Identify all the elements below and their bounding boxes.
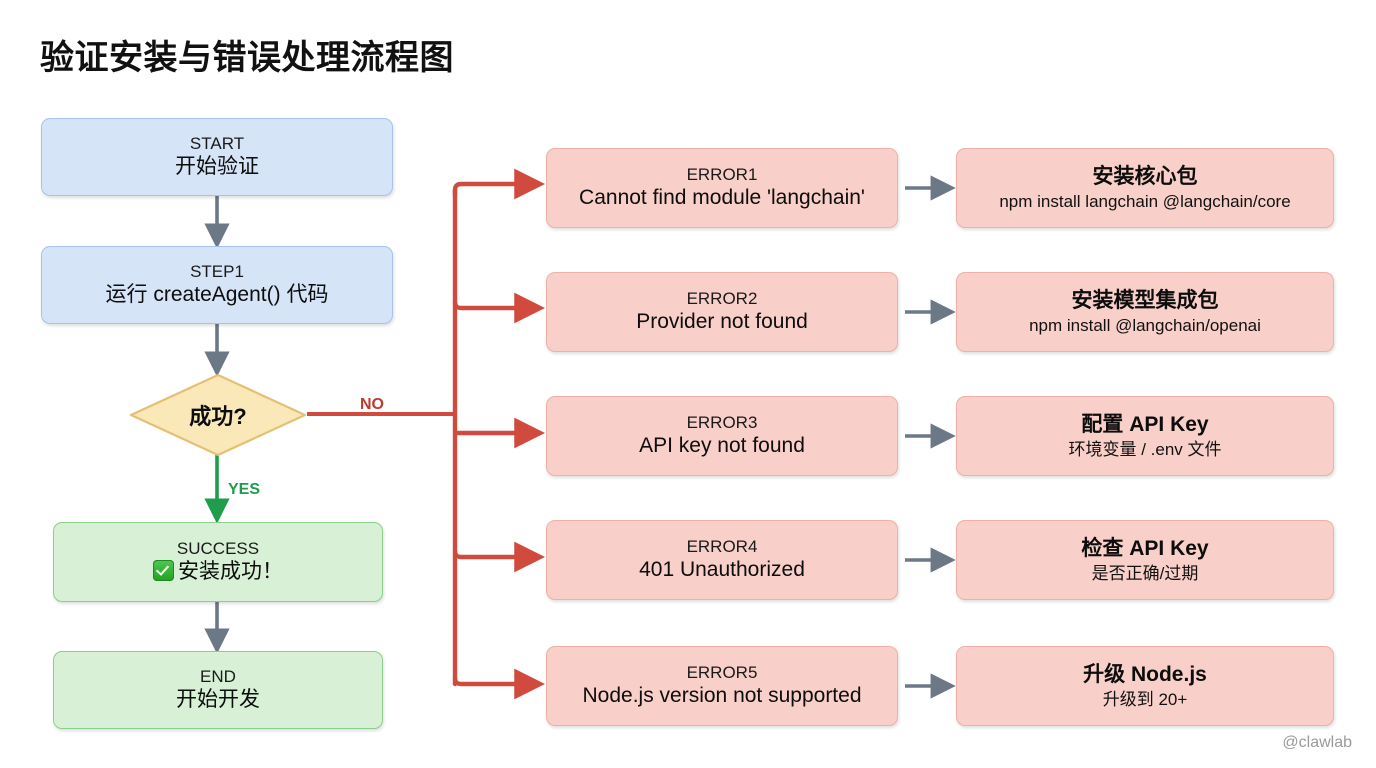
edge-trunk-error4 — [452, 541, 546, 573]
node-error-5-message: Node.js version not supported — [582, 684, 862, 708]
node-error-2[interactable]: ERROR2 Provider not found — [546, 272, 898, 352]
node-fix-2-title: 安装模型集成包 — [1071, 288, 1219, 312]
node-start[interactable]: START 开始验证 — [41, 118, 393, 196]
node-start-line1: START — [189, 133, 245, 153]
node-error-4-code: ERROR4 — [686, 536, 758, 556]
node-end-line1: END — [200, 666, 236, 686]
check-icon — [153, 560, 174, 582]
node-error-3-message: API key not found — [639, 434, 805, 458]
diamond-shape — [129, 373, 307, 457]
node-end-line2: 开始开发 — [176, 688, 260, 712]
node-decision-success[interactable]: 成功? — [129, 373, 307, 457]
page-title: 验证安装与错误处理流程图 — [40, 39, 454, 77]
node-error-1-code: ERROR1 — [686, 164, 758, 184]
node-step1-line1: STEP1 — [190, 261, 244, 281]
node-success-line2-wrap: 安装成功！ — [153, 559, 283, 586]
node-fix-4-title: 检查 API Key — [1081, 536, 1209, 560]
node-error-1-message: Cannot find module 'langchain' — [579, 186, 865, 210]
node-fix-5-detail: 升级到 20+ — [1102, 689, 1188, 709]
node-error-3[interactable]: ERROR3 API key not found — [546, 396, 898, 476]
node-end[interactable]: END 开始开发 — [53, 651, 383, 729]
node-fix-1-title: 安装核心包 — [1092, 164, 1198, 188]
edge-trunk-error2 — [452, 292, 546, 324]
node-fix-4[interactable]: 检查 API Key 是否正确/过期 — [956, 520, 1334, 600]
edge-trunk-error5 — [452, 668, 546, 700]
node-start-line2: 开始验证 — [175, 155, 259, 179]
node-fix-5[interactable]: 升级 Node.js 升级到 20+ — [956, 646, 1334, 726]
node-fix-1-detail: npm install langchain @langchain/core — [999, 191, 1291, 211]
node-error-3-code: ERROR3 — [686, 412, 758, 432]
watermark: @clawlab — [1282, 734, 1352, 751]
node-fix-4-detail: 是否正确/过期 — [1091, 563, 1199, 583]
node-fix-3[interactable]: 配置 API Key 环境变量 / .env 文件 — [956, 396, 1334, 476]
node-step1-line2: 运行 createAgent() 代码 — [105, 283, 329, 307]
node-error-5[interactable]: ERROR5 Node.js version not supported — [546, 646, 898, 726]
node-step1[interactable]: STEP1 运行 createAgent() 代码 — [41, 246, 393, 324]
node-fix-3-title: 配置 API Key — [1081, 412, 1209, 436]
node-fix-3-detail: 环境变量 / .env 文件 — [1068, 439, 1222, 459]
node-success[interactable]: SUCCESS 安装成功！ — [53, 522, 383, 602]
node-error-1[interactable]: ERROR1 Cannot find module 'langchain' — [546, 148, 898, 228]
edge-label-yes: YES — [228, 481, 261, 498]
edge-label-no: NO — [360, 396, 384, 413]
node-success-line2: 安装成功！ — [178, 560, 283, 584]
node-fix-2-detail: npm install @langchain/openai — [1029, 315, 1261, 335]
node-error-4[interactable]: ERROR4 401 Unauthorized — [546, 520, 898, 600]
node-error-4-message: 401 Unauthorized — [639, 558, 805, 582]
node-fix-1[interactable]: 安装核心包 npm install langchain @langchain/c… — [956, 148, 1334, 228]
edge-trunk-error1 — [452, 168, 546, 200]
node-success-line1: SUCCESS — [176, 538, 260, 558]
node-fix-2[interactable]: 安装模型集成包 npm install @langchain/openai — [956, 272, 1334, 352]
node-fix-5-title: 升级 Node.js — [1083, 662, 1207, 686]
node-decision-label: 成功? — [189, 404, 247, 429]
node-error-5-code: ERROR5 — [686, 662, 758, 682]
node-error-2-message: Provider not found — [636, 310, 808, 334]
node-error-2-code: ERROR2 — [686, 288, 758, 308]
